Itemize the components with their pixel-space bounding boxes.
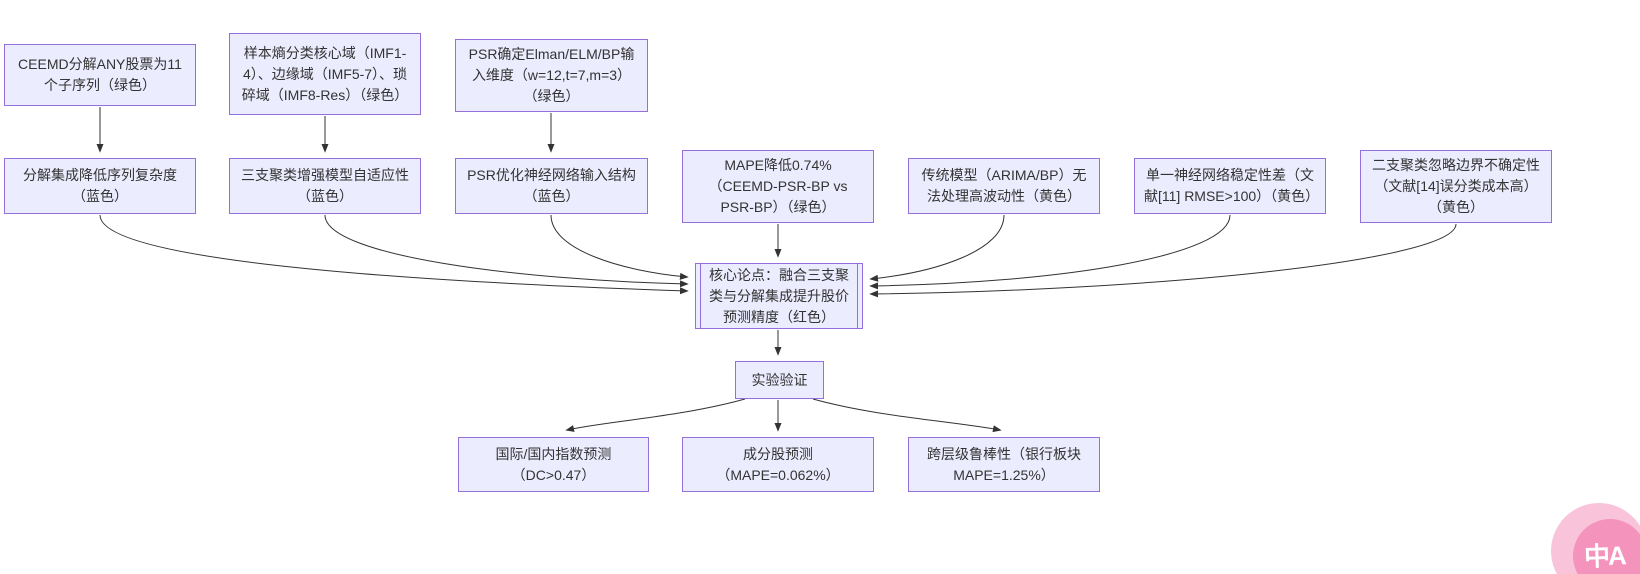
- translate-icon: 中A: [1573, 519, 1640, 574]
- node-label: 二支聚类忽略边界不确定性（文献[14]误分类成本高）（黄色）: [1372, 157, 1540, 215]
- node-psr-optimize: PSR优化神经网络输入结构（蓝色）: [455, 158, 648, 214]
- node-label: 三支聚类增强模型自适应性（蓝色）: [241, 167, 409, 204]
- node-label: 样本熵分类核心域（IMF1-4）、边缘域（IMF5-7）、琐碎域（IMF8-Re…: [241, 44, 409, 103]
- node-label: PSR优化神经网络输入结构（蓝色）: [467, 167, 636, 204]
- node-traditional-model: 传统模型（ARIMA/BP）无法处理高波动性（黄色）: [908, 158, 1100, 214]
- translate-icon-glyph: 中A: [1583, 540, 1625, 572]
- node-label: CEEMD分解ANY股票为11个子序列（绿色）: [18, 56, 182, 93]
- node-cross-level-robustness: 跨层级鲁棒性（银行板块MAPE=1.25%）: [908, 437, 1100, 492]
- node-label: 单一神经网络稳定性差（文献[11] RMSE>100）（黄色）: [1144, 167, 1320, 204]
- edge-singlenn-core: [869, 214, 1231, 290]
- node-label: 核心论点：融合三支聚类与分解集成提升股价预测精度（红色）: [709, 266, 849, 325]
- node-core-thesis: 核心论点：融合三支聚类与分解集成提升股价预测精度（红色）: [695, 263, 863, 329]
- edge-psropt-core: [550, 214, 689, 280]
- node-ceemd-decomposition: CEEMD分解ANY股票为11个子序列（绿色）: [4, 44, 196, 106]
- node-label: 分解集成降低序列复杂度（蓝色）: [23, 167, 177, 204]
- node-stock-prediction: 成分股预测（MAPE=0.062%）: [682, 437, 874, 492]
- node-label: 跨层级鲁棒性（银行板块MAPE=1.25%）: [927, 445, 1081, 483]
- node-twoway-cluster: 二支聚类忽略边界不确定性（文献[14]误分类成本高）（黄色）: [1360, 150, 1552, 223]
- translate-float-button[interactable]: 中A: [1551, 503, 1640, 574]
- node-experiment-validation: 实验验证: [735, 361, 824, 399]
- node-label: MAPE降低0.74%（CEEMD-PSR-BP vs PSR-BP）（绿色）: [708, 157, 848, 215]
- edge-threeway-core: [324, 214, 689, 288]
- node-sample-entropy: 样本熵分类核心域（IMF1-4）、边缘域（IMF5-7）、琐碎域（IMF8-Re…: [229, 33, 421, 115]
- edge-traditional-core: [869, 214, 1005, 282]
- node-psr-input-dim: PSR确定Elman/ELM/BP输入维度（w=12,t=7,m=3）（绿色）: [455, 39, 648, 112]
- edge-experiment-index: [565, 398, 746, 432]
- edge-experiment-robust: [812, 398, 1002, 433]
- edge-twoway-core: [869, 223, 1457, 298]
- node-label: 国际/国内指数预测（DC>0.47）: [495, 445, 612, 483]
- node-mape-reduction: MAPE降低0.74%（CEEMD-PSR-BP vs PSR-BP）（绿色）: [682, 150, 874, 223]
- node-threeway-cluster: 三支聚类增强模型自适应性（蓝色）: [229, 158, 421, 214]
- node-label: 成分股预测（MAPE=0.062%）: [716, 445, 840, 483]
- node-single-nn-stability: 单一神经网络稳定性差（文献[11] RMSE>100）（黄色）: [1134, 158, 1326, 214]
- node-label: PSR确定Elman/ELM/BP输入维度（w=12,t=7,m=3）（绿色）: [468, 46, 635, 104]
- node-label: 传统模型（ARIMA/BP）无法处理高波动性（黄色）: [921, 167, 1087, 204]
- node-label: 实验验证: [751, 371, 808, 388]
- node-decomp-complexity: 分解集成降低序列复杂度（蓝色）: [4, 158, 196, 214]
- node-index-prediction: 国际/国内指数预测（DC>0.47）: [458, 437, 649, 492]
- edge-decomp-core: [99, 214, 689, 295]
